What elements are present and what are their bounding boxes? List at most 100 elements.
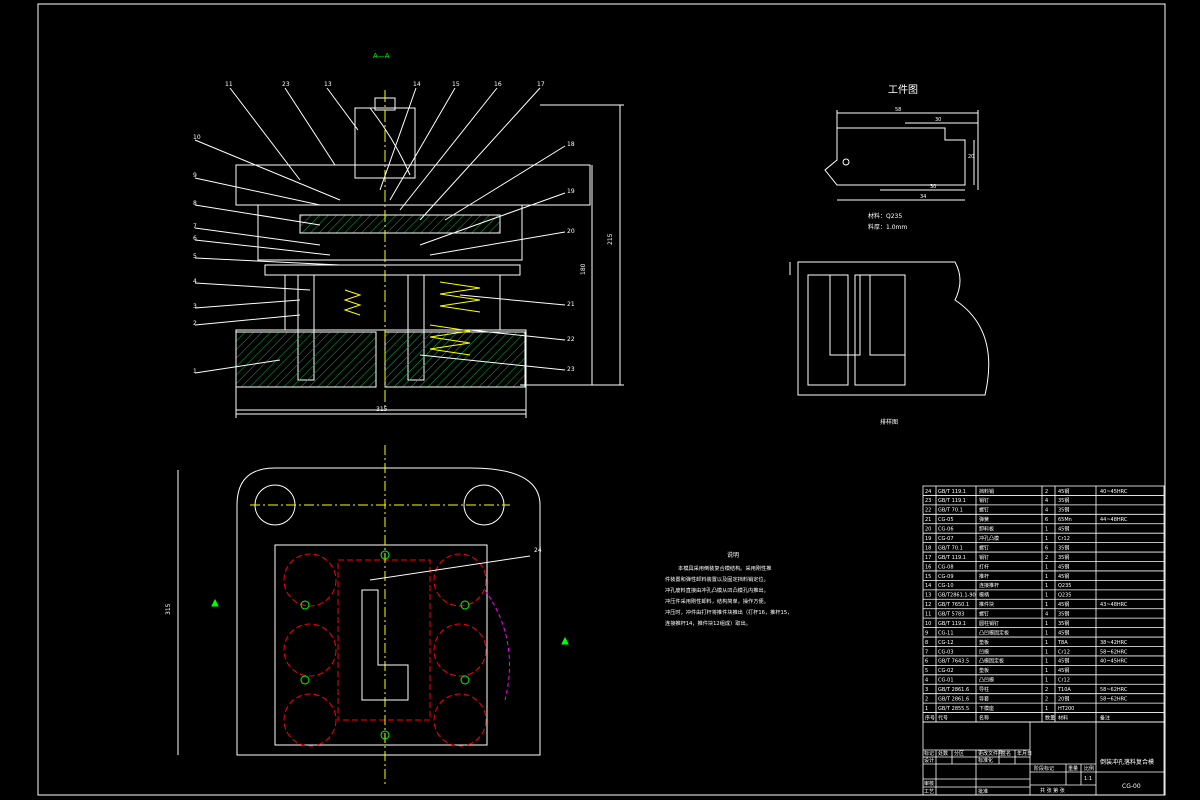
bom-cell-code: CG-09 (938, 574, 954, 580)
dim-wp-bottom2: 34 (920, 194, 926, 200)
bom-cell-material: Cr12 (1058, 536, 1070, 542)
bom-cell-material: 45钢 (1058, 526, 1069, 533)
bom-cell-qty: 2 (1045, 555, 1048, 561)
bom-cell-material: HT200 (1058, 706, 1074, 712)
bom-cell-name: 销钉 (979, 497, 989, 504)
dim-plan-width: 315 (165, 603, 172, 615)
bom-cell-material: 35钢 (1058, 554, 1069, 561)
bom-cell-code: CG-11 (938, 630, 954, 636)
bom-cell-code: CG-08 (938, 564, 954, 570)
bom-cell-material: Cr12 (1058, 649, 1070, 655)
bom-cell-qty: 1 (1045, 640, 1048, 646)
part-label: 7 (193, 223, 197, 230)
rev-label: 处数 (938, 750, 948, 757)
bom-cell-name: 导套 (979, 695, 989, 702)
leader-7 (194, 227, 321, 246)
spring-right-bottom (429, 324, 471, 356)
bom-cell-name: 弹簧 (979, 516, 989, 523)
notes-line: 冲孔废料直接由冲孔凸模从凹凸模孔内推出。 (665, 586, 769, 594)
dim-wp-side: 20 (968, 154, 974, 160)
part-label: 4 (193, 278, 197, 285)
part-label: 9 (193, 172, 197, 179)
part-label: 17 (537, 81, 545, 88)
part-label: 14 (413, 81, 421, 88)
part-label: 3 (193, 303, 197, 310)
bom-cell-no: 23 (925, 498, 931, 504)
part-label: 22 (567, 336, 575, 343)
bom-table (922, 485, 1165, 723)
bom-cell-name: 垫板 (979, 667, 989, 674)
leader-10 (194, 139, 341, 201)
rev-label: 签名 (1001, 750, 1011, 757)
dim-wp-width: 58 (895, 107, 901, 113)
part-label: 19 (567, 188, 575, 195)
bom-cell-code: GB/T 119.1 (938, 621, 966, 627)
leader-2 (194, 314, 301, 326)
workpiece-hole (842, 158, 850, 166)
bom-cell-code: GB/T 119.1 (938, 555, 966, 561)
bom-cell-no: 21 (925, 517, 931, 523)
bom-cell-qty: 2 (1045, 687, 1048, 693)
dim-total-height: 215 (607, 233, 614, 245)
plan-workpiece-outline (361, 589, 409, 701)
bom-cell-name: 螺钉 (979, 544, 989, 551)
bom-cell-material: 材料 (1058, 714, 1068, 721)
drawing-number: CG-00 (1122, 783, 1141, 790)
base-hatch-left (235, 331, 377, 388)
bom-cell-no: 7 (925, 649, 928, 655)
bom-cell-material: Q235 (1058, 583, 1071, 589)
bom-cell-name: 螺钉 (979, 507, 989, 514)
bom-cell-name: 打杆 (979, 563, 989, 570)
bom-cell-material: 45钢 (1058, 629, 1069, 636)
stage-label: 阶段标记 (1034, 765, 1054, 772)
bom-cell-name: 螺钉 (979, 611, 989, 618)
bom-cell-qty: 1 (1045, 668, 1048, 674)
sheet-label: 共 张 第 张 (1040, 787, 1065, 794)
role-label: 工艺 (924, 789, 934, 795)
notes-title: 说明 (727, 551, 739, 559)
bom-cell-note: 40~45HRC (1100, 489, 1128, 495)
section-view: A—A (194, 52, 624, 418)
dim-inner-height: 180 (580, 263, 587, 275)
bom-cell-name: 挡料销 (979, 488, 994, 495)
bom-cell-material: 45钢 (1058, 488, 1069, 495)
workpiece-title: 工件图 (888, 84, 918, 96)
bom-cell-note: 备注 (1100, 714, 1110, 721)
bom-cell-code: CG-10 (938, 583, 954, 589)
workpiece-outline (824, 127, 966, 186)
strip-part-2 (854, 274, 906, 386)
bom-cell-qty: 数量 (1045, 714, 1055, 721)
part-label: 21 (567, 301, 575, 308)
workpiece-material: 材料：Q235 (868, 212, 902, 220)
bom-cell-qty: 1 (1045, 621, 1048, 627)
scale-value: 1:1 (1084, 776, 1092, 782)
leader-8 (194, 204, 321, 226)
bom-cell-code: GB/T2861.1-90 (938, 593, 976, 599)
section-label: A—A (373, 52, 390, 60)
bom-cell-note: 38~42HRC (1100, 640, 1128, 646)
bom-cell-material: 45钢 (1058, 573, 1069, 580)
bom-cell-no: 20 (925, 527, 931, 533)
approve-label: 批准 (978, 788, 988, 795)
bom-cell-no: 6 (925, 659, 928, 665)
part-label: 18 (567, 141, 575, 148)
leader-4 (194, 282, 311, 291)
bom-cell-material: 35钢 (1058, 620, 1069, 627)
bom-cell-no: 13 (925, 593, 931, 599)
bom-cell-material: 35钢 (1058, 544, 1069, 551)
bom-cell-name: 导柱 (979, 686, 989, 693)
leader-5 (194, 257, 341, 266)
bom-cell-code: GB/T 7643.5 (938, 659, 969, 665)
bom-cell-qty: 1 (1045, 583, 1048, 589)
part-label: 13 (324, 81, 332, 88)
part-number-labels: 11 23 13 14 15 16 17 18 19 20 21 22 23 1… (193, 81, 614, 413)
bom-cell-code: CG-03 (938, 649, 954, 655)
bom-cell-qty: 6 (1045, 517, 1048, 523)
bom-cell-code: CG-02 (938, 668, 954, 674)
bom-cell-code: CG-07 (938, 536, 954, 542)
bom-cell-name: 推杆 (979, 573, 989, 580)
leader-16 (399, 87, 498, 211)
bom-cell-material: 35钢 (1058, 497, 1069, 504)
section-markers (211, 598, 569, 645)
